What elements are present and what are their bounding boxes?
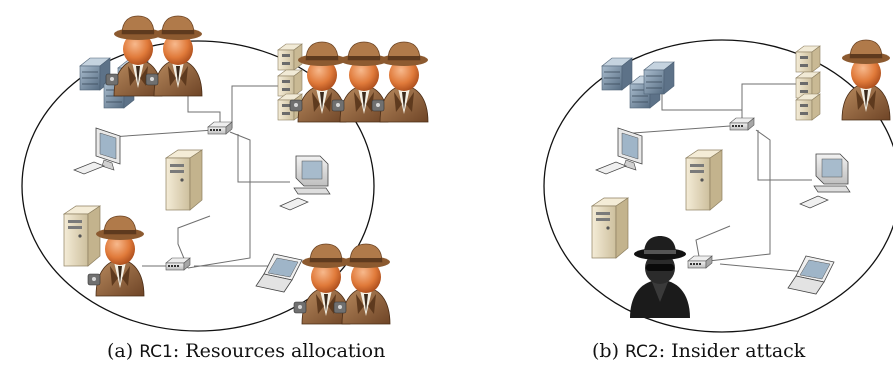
desktop-pc-icon: [279, 155, 331, 211]
user-agent-icon: [334, 244, 390, 324]
caption-a-tag: RC1: [139, 342, 173, 362]
panel-b: [543, 39, 893, 333]
network-boundary-b: [543, 39, 893, 333]
desktop-pc-icon: [799, 153, 851, 209]
switch-icon: [207, 121, 233, 135]
tower-server-icon: [591, 197, 629, 259]
tower-server-icon: [165, 149, 203, 211]
file-cabinet-icon: [795, 93, 821, 121]
user-agent-icon: [841, 39, 891, 121]
switch-icon: [165, 257, 191, 271]
network-boundary-a: [21, 40, 375, 332]
caption-a-prefix: (a): [107, 340, 140, 362]
panel-a: [21, 16, 428, 332]
network-links-b: [619, 83, 812, 273]
file-cabinet-icon: [795, 45, 821, 73]
switch-icon: [729, 117, 755, 131]
rack-server-icon: [643, 61, 675, 95]
file-cabinet-icon: [277, 43, 303, 71]
user-agent-icon: [372, 42, 428, 122]
rack-server-icon: [601, 57, 633, 91]
monitor-icon: [595, 127, 643, 175]
caption-a-text: : Resources allocation: [172, 340, 386, 362]
caption-b-tag: RC2: [625, 342, 659, 362]
file-cabinet-icon: [277, 69, 303, 97]
tower-server-icon: [63, 205, 101, 267]
caption-b-prefix: (b): [592, 340, 626, 362]
caption-a: (a) RC1: Resources allocation: [107, 340, 385, 362]
monitor-icon: [73, 127, 121, 175]
laptop-icon: [787, 255, 835, 295]
switch-icon: [687, 255, 713, 269]
laptop-icon: [255, 253, 303, 293]
hacker-icon: [630, 236, 690, 318]
caption-b: (b) RC2: Insider attack: [592, 340, 805, 362]
user-agent-icon: [146, 16, 202, 96]
tower-server-icon: [685, 149, 723, 211]
caption-b-text: : Insider attack: [658, 340, 806, 362]
